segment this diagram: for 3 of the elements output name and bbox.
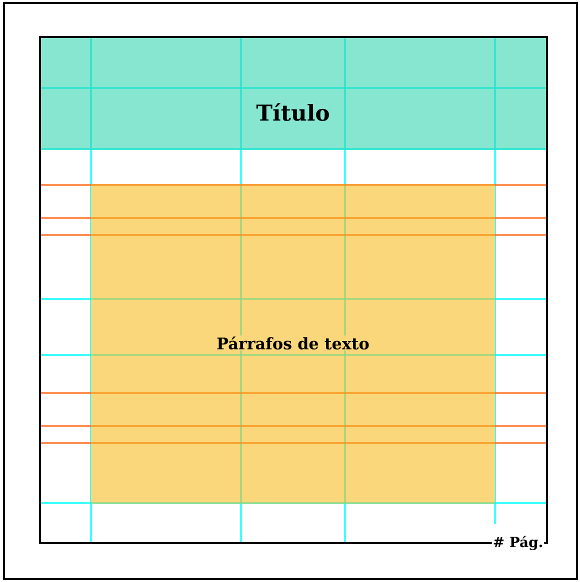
page-number: # Pág. (492, 534, 544, 552)
text-block: Párrafos de texto (91, 184, 495, 504)
title-band: Título (40, 37, 547, 150)
